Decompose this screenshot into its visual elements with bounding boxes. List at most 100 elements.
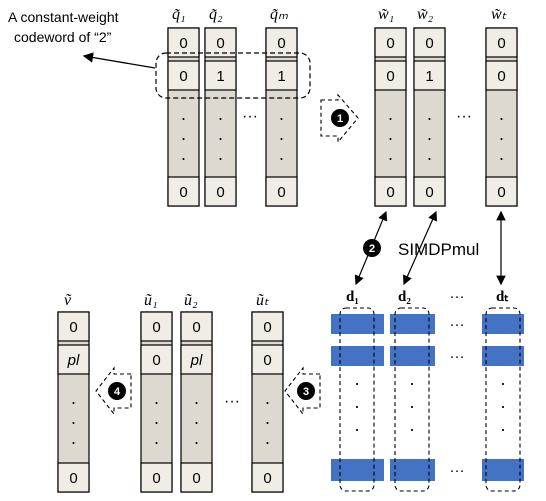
- svg-text:·: ·: [354, 419, 360, 439]
- svg-text:·: ·: [181, 128, 187, 148]
- q-column-m: 0 1 0 · · ·: [265, 27, 298, 207]
- wt-top: 0: [497, 35, 505, 52]
- d-label-2: d₂: [398, 289, 411, 305]
- w-column-t: 0 0 0 · · ·: [485, 27, 518, 207]
- u-ellipsis: ···: [224, 393, 240, 410]
- d1-bar-bottom: [331, 459, 384, 481]
- w-label-1: w̃₁: [378, 6, 394, 23]
- svg-text:·: ·: [194, 392, 200, 412]
- ut-top: 0: [263, 319, 271, 336]
- step-2-circle: [363, 239, 381, 257]
- q1-bottom: 0: [179, 184, 187, 201]
- codeword-highlight: [155, 52, 311, 99]
- u-column-2: 0 pl 0 · · ·: [180, 311, 213, 493]
- svg-text:·: ·: [499, 108, 505, 128]
- q2-top: 0: [216, 35, 224, 52]
- u2-bottom: 0: [192, 470, 200, 487]
- svg-text:·: ·: [354, 396, 360, 416]
- svg-text:·: ·: [71, 392, 77, 412]
- v-bottom: 0: [69, 470, 77, 487]
- d1-outline: [339, 307, 375, 492]
- v-top: 0: [69, 319, 77, 336]
- svg-text:···: ···: [450, 348, 465, 365]
- w-column-2: 0 1 0 · · ·: [413, 27, 446, 207]
- step-3-number: 3: [303, 386, 309, 398]
- svg-text:·: ·: [265, 412, 271, 432]
- svg-text:·: ·: [181, 148, 187, 168]
- w2-d2-arrow: [403, 210, 437, 286]
- w1-top: 0: [386, 35, 394, 52]
- annotation-arrow: [82, 52, 156, 69]
- step-3-circle: [297, 382, 315, 400]
- w2-bottom: 0: [425, 184, 433, 201]
- qm-top: 0: [277, 35, 285, 52]
- svg-text:·: ·: [194, 412, 200, 432]
- svg-text:···: ···: [450, 316, 465, 333]
- u-label-1: ũ₁: [144, 292, 158, 309]
- w1-bottom: 0: [386, 184, 394, 201]
- u2-top: 0: [192, 319, 200, 336]
- d2-outline: [394, 307, 430, 492]
- q-ellipsis: ···: [242, 108, 258, 125]
- q-vectors: q̃₁ q̃₂ q̃ₘ 0 0 0 · · · 0 1 0 · · ·: [155, 6, 311, 207]
- svg-text:·: ·: [154, 432, 160, 452]
- u-column-1: 0 0 0 · · ·: [140, 311, 173, 493]
- u-column-t: 0 0 0 · · ·: [251, 311, 284, 493]
- q-label-2: q̃₂: [209, 6, 223, 23]
- step-1-number: 1: [337, 113, 343, 125]
- dt-bar-top: [482, 314, 524, 334]
- svg-text:·: ·: [499, 128, 505, 148]
- w1-second: 0: [386, 68, 394, 85]
- svg-text:·: ·: [388, 148, 394, 168]
- svg-text:·: ·: [354, 373, 360, 393]
- annotation-line1: A constant-weight: [8, 9, 119, 25]
- v-vector: ṽ 0 pl 0 · · ·: [57, 292, 90, 493]
- dt-outline: [485, 307, 521, 492]
- d1-bar-top: [331, 314, 384, 334]
- q-column-1: 0 0 0 · · ·: [167, 27, 200, 207]
- svg-text:·: ·: [279, 148, 285, 168]
- u1-second: 0: [152, 352, 160, 369]
- step-4-circle: [108, 382, 126, 400]
- w-ellipsis: ···: [456, 108, 472, 125]
- svg-text:·: ·: [500, 419, 506, 439]
- svg-text:·: ·: [265, 432, 271, 452]
- d-ellipsis-header: ···: [450, 288, 465, 305]
- svg-text:·: ·: [218, 108, 224, 128]
- qm-second: 1: [277, 68, 285, 85]
- svg-text:·: ·: [279, 108, 285, 128]
- u1-bottom: 0: [152, 470, 160, 487]
- u2-second: pl: [190, 352, 203, 369]
- w-label-2: w̃₂: [417, 6, 434, 23]
- svg-text:···: ···: [450, 462, 465, 479]
- dt-bar-second: [482, 346, 524, 366]
- d2-bar-top: [390, 314, 435, 334]
- w-vectors: w̃₁ w̃₂ w̃ₜ 0 0 0 · · · 0 1 0 · · · ···: [374, 6, 518, 207]
- svg-text:·: ·: [218, 128, 224, 148]
- wt-second: 0: [497, 68, 505, 85]
- step-4-arrow: 4: [95, 366, 132, 416]
- svg-text:·: ·: [218, 148, 224, 168]
- svg-text:·: ·: [279, 128, 285, 148]
- w2-second: 1: [425, 68, 433, 85]
- w2-top: 0: [425, 35, 433, 52]
- qm-bottom: 0: [277, 184, 285, 201]
- q-column-2: 0 1 0 · · ·: [204, 27, 237, 207]
- svg-text:·: ·: [388, 128, 394, 148]
- w-label-t: w̃ₜ: [491, 6, 507, 23]
- ut-second: 0: [263, 352, 271, 369]
- v-second: pl: [67, 352, 80, 369]
- d1-bar-second: [331, 346, 384, 366]
- d-vectors: d₁ d₂ dₜ · · · · · · · · · ··· ··· ··· ·…: [331, 288, 524, 492]
- svg-text:·: ·: [409, 419, 415, 439]
- step-3-arrow: 3: [284, 366, 321, 416]
- svg-text:·: ·: [427, 148, 433, 168]
- u-label-2: ũ₂: [184, 292, 198, 309]
- svg-text:·: ·: [388, 108, 394, 128]
- d2-bar-bottom: [390, 459, 435, 481]
- q2-second: 1: [216, 68, 224, 85]
- simd-label: SIMDPmul: [398, 240, 479, 259]
- step-4-number: 4: [114, 386, 121, 398]
- q2-bottom: 0: [216, 184, 224, 201]
